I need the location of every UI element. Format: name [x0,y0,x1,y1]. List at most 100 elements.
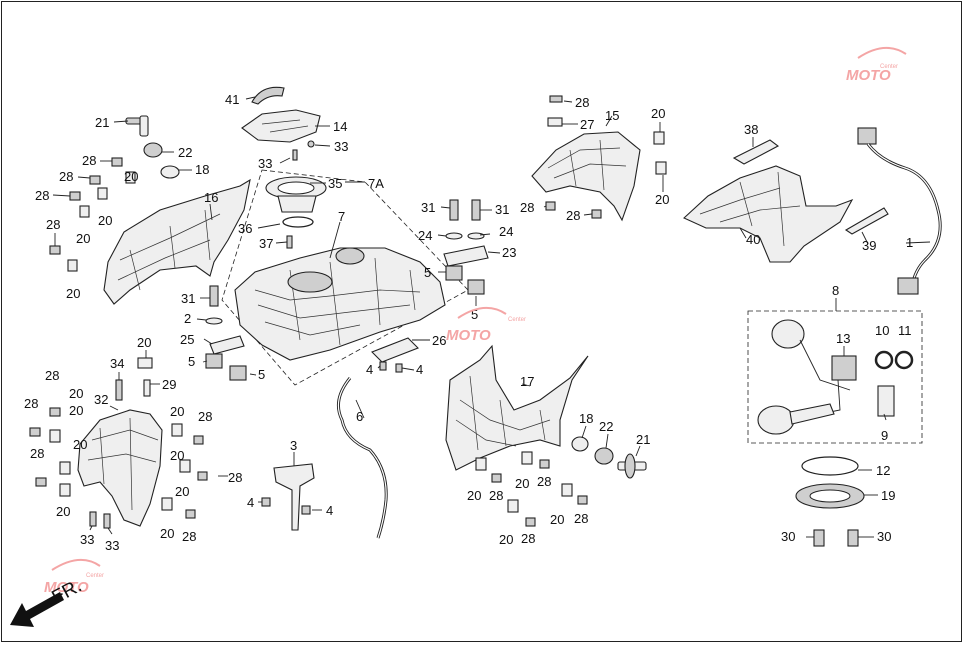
bolt-31c [471,199,481,221]
callout-38: 38 [744,122,758,137]
ring-11 [894,350,914,370]
float-bottom [757,405,795,435]
callout-20: 20 [73,437,87,452]
float-top [771,319,805,349]
callout-18: 18 [195,162,209,177]
watermark-top-right: MOTO Center [846,47,907,84]
svg-text:MOTO: MOTO [44,579,89,596]
callout-20: 20 [175,484,189,499]
callout-20: 20 [76,231,90,246]
callout-20: 20 [137,335,151,350]
callout-28: 28 [198,409,212,424]
callout-22: 22 [178,145,192,160]
callout-20: 20 [515,476,529,491]
svg-text:MOTO: MOTO [846,67,891,84]
fuel-pump-box [747,310,923,444]
callout-4: 4 [416,362,423,377]
callout-5: 5 [258,367,265,382]
callout-20: 20 [651,106,665,121]
callout-20: 20 [170,404,184,419]
callout-28: 28 [574,511,588,526]
callout-1: 1 [906,235,913,250]
callout-26: 26 [432,333,446,348]
fuel-tank-group [221,169,469,386]
screw-34 [115,379,123,401]
tank-pump-port [335,247,365,265]
harness-1 [857,127,942,295]
rear-cover-15 [531,95,667,222]
right-tank-mounts [443,199,489,295]
rubber-5b [229,365,247,381]
callout-13: 13 [836,331,850,346]
callout-28: 28 [59,169,73,184]
callout-36: 36 [238,221,252,236]
callout-21: 21 [636,432,650,447]
callout-28: 28 [82,153,96,168]
callout-28: 28 [228,470,242,485]
bracket-3-group [261,463,315,531]
callout-4: 4 [247,495,254,510]
grommet-22b [594,447,614,465]
callout-20: 20 [98,213,112,228]
callout-30: 30 [877,529,891,544]
callout-28: 28 [537,474,551,489]
top-cover [241,109,321,143]
callout-30: 30 [781,529,795,544]
o-ring [282,216,314,228]
callout-20: 20 [550,512,564,527]
callout-5: 5 [188,354,195,369]
clip-41 [251,86,285,105]
callout-33: 33 [334,139,348,154]
callout-11: 11 [898,323,912,338]
pump-seal-parts [795,456,865,547]
left-fasteners [49,115,180,272]
callout-25: 25 [180,332,194,347]
callout-19: 19 [881,488,895,503]
callout-7: 7 [338,209,345,224]
callout-31: 31 [495,202,509,217]
right-fasteners [571,436,647,479]
top-cover-parts [241,86,321,161]
leader-lines [52,96,931,538]
watermark-center: MOTO Center [446,307,526,344]
callout-16: 16 [204,190,218,205]
callout-5: 5 [424,265,431,280]
callout-35: 35 [328,176,342,191]
washer-2 [205,317,223,325]
callout-28: 28 [24,396,38,411]
svg-text:Center: Center [508,317,526,323]
callout-28: 28 [520,200,534,215]
callout-34: 34 [110,356,124,371]
grommet-22a [143,142,163,158]
cap-18a [160,165,180,179]
strip-38 [732,139,780,165]
rubber-5c [445,265,463,281]
callout-40: 40 [746,232,760,247]
callout-3: 3 [290,438,297,453]
bracket-25 [209,335,245,355]
callout-10: 10 [875,323,889,338]
bolt-31b [449,199,459,221]
fuel-hose-6 [336,377,388,539]
cap-18b [571,436,589,452]
callout-20: 20 [655,192,669,207]
callout-28: 28 [35,188,49,203]
callout-24: 24 [499,224,513,239]
rubber-5d [467,279,485,295]
callout-24: 24 [418,228,432,243]
callout-32: 32 [94,392,108,407]
filler-parts [265,176,327,249]
callout-4: 4 [326,503,333,518]
callout-20: 20 [69,403,83,418]
callout-28: 28 [521,531,535,546]
callout-28: 28 [489,488,503,503]
callout-20: 20 [170,448,184,463]
callout-31: 31 [421,200,435,215]
callout-28: 28 [566,208,580,223]
callout-23: 23 [502,245,516,260]
callout-15: 15 [605,108,619,123]
plate-26 [371,337,419,363]
